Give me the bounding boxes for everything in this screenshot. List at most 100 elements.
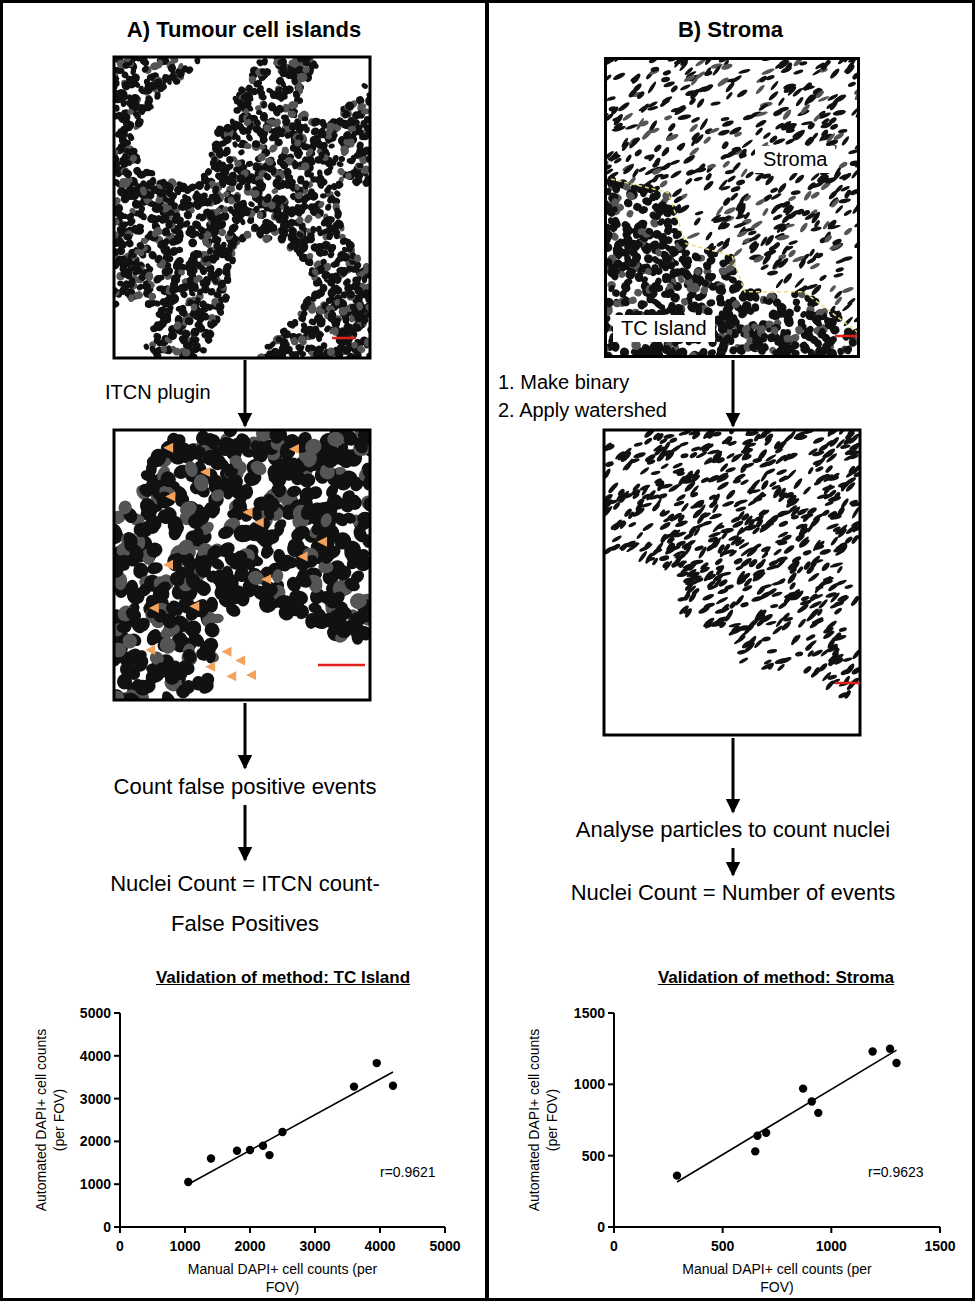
nucleus bbox=[295, 71, 307, 83]
nucleus bbox=[213, 291, 223, 300]
nucleus bbox=[272, 178, 281, 189]
nucleus bbox=[114, 209, 125, 219]
nucleus bbox=[148, 292, 156, 301]
nucleus bbox=[335, 180, 343, 188]
nucleus bbox=[133, 112, 140, 118]
nucleus bbox=[269, 90, 278, 100]
nucleus bbox=[317, 200, 325, 209]
nucleus bbox=[361, 82, 369, 90]
nucleus bbox=[122, 168, 133, 179]
nucleus bbox=[355, 275, 363, 281]
nucleus bbox=[167, 63, 178, 74]
nucleus bbox=[258, 92, 268, 101]
nucleus bbox=[311, 267, 320, 276]
nucleus bbox=[256, 109, 263, 115]
nucleus bbox=[345, 265, 353, 272]
nucleus bbox=[176, 246, 184, 254]
micrograph bbox=[114, 57, 370, 358]
nucleus bbox=[117, 92, 126, 101]
nucleus bbox=[278, 127, 287, 136]
nucleus bbox=[237, 148, 246, 156]
nucleus bbox=[131, 186, 139, 194]
nucleus bbox=[305, 147, 314, 157]
nucleus bbox=[237, 102, 246, 111]
nucleus bbox=[209, 154, 220, 165]
nucleus bbox=[219, 251, 228, 260]
nucleus bbox=[133, 290, 144, 301]
nucleus bbox=[279, 69, 288, 78]
nucleus bbox=[336, 249, 348, 261]
nucleus bbox=[256, 210, 267, 220]
nucleus bbox=[214, 171, 225, 182]
nucleus bbox=[213, 242, 222, 251]
nucleus bbox=[345, 101, 355, 112]
nucleus bbox=[252, 162, 260, 169]
nucleus bbox=[284, 173, 294, 182]
nucleus bbox=[256, 211, 264, 220]
nucleus bbox=[201, 254, 212, 264]
nucleus bbox=[215, 306, 225, 317]
nucleus bbox=[296, 347, 305, 356]
nucleus bbox=[139, 186, 148, 197]
nucleus bbox=[357, 163, 364, 168]
nucleus bbox=[319, 119, 326, 126]
nucleus bbox=[297, 314, 307, 324]
nucleus bbox=[360, 120, 367, 128]
nucleus bbox=[297, 175, 305, 184]
nucleus bbox=[222, 292, 231, 301]
nucleus bbox=[132, 180, 140, 187]
nucleus bbox=[223, 147, 230, 156]
nucleus bbox=[175, 216, 185, 226]
nucleus bbox=[263, 124, 271, 132]
nucleus bbox=[239, 126, 248, 135]
nucleus bbox=[262, 195, 271, 204]
nucleus bbox=[149, 171, 155, 176]
nucleus bbox=[133, 117, 145, 129]
nucleus bbox=[281, 146, 289, 154]
nucleus bbox=[126, 78, 138, 90]
nucleus bbox=[297, 334, 308, 346]
nucleus bbox=[198, 299, 208, 309]
nucleus bbox=[227, 170, 239, 182]
nucleus bbox=[201, 332, 209, 339]
nucleus bbox=[226, 229, 235, 238]
nucleus bbox=[345, 288, 357, 300]
nucleus bbox=[304, 170, 311, 178]
nucleus bbox=[201, 236, 211, 247]
nucleus bbox=[263, 228, 270, 233]
nucleus bbox=[300, 202, 310, 211]
nucleus bbox=[184, 65, 194, 75]
nucleus bbox=[328, 143, 335, 149]
nucleus bbox=[350, 155, 356, 163]
nucleus bbox=[328, 309, 336, 318]
nucleus bbox=[270, 166, 277, 174]
nucleus bbox=[276, 214, 287, 225]
nucleus bbox=[165, 229, 172, 237]
nucleus bbox=[318, 151, 326, 160]
nucleus bbox=[172, 294, 178, 300]
nucleus bbox=[320, 249, 329, 256]
nucleus bbox=[168, 237, 179, 247]
nucleus bbox=[299, 161, 311, 173]
nucleus bbox=[224, 134, 233, 143]
nucleus bbox=[332, 229, 340, 236]
nucleus bbox=[219, 180, 228, 189]
nucleus bbox=[352, 119, 360, 126]
nucleus bbox=[336, 221, 345, 229]
nucleus bbox=[199, 279, 207, 288]
nucleus bbox=[294, 139, 302, 147]
nucleus bbox=[196, 225, 207, 236]
nucleus bbox=[306, 252, 314, 260]
nucleus bbox=[212, 156, 218, 164]
nucleus bbox=[296, 149, 304, 158]
nucleus bbox=[279, 349, 288, 358]
nucleus bbox=[295, 231, 304, 239]
nucleus bbox=[276, 104, 285, 114]
nucleus bbox=[187, 237, 199, 249]
nucleus bbox=[168, 194, 176, 201]
nucleus bbox=[122, 62, 130, 69]
nucleus bbox=[256, 84, 264, 94]
nucleus bbox=[251, 140, 260, 149]
nucleus bbox=[268, 142, 280, 154]
nucleus bbox=[154, 91, 161, 100]
